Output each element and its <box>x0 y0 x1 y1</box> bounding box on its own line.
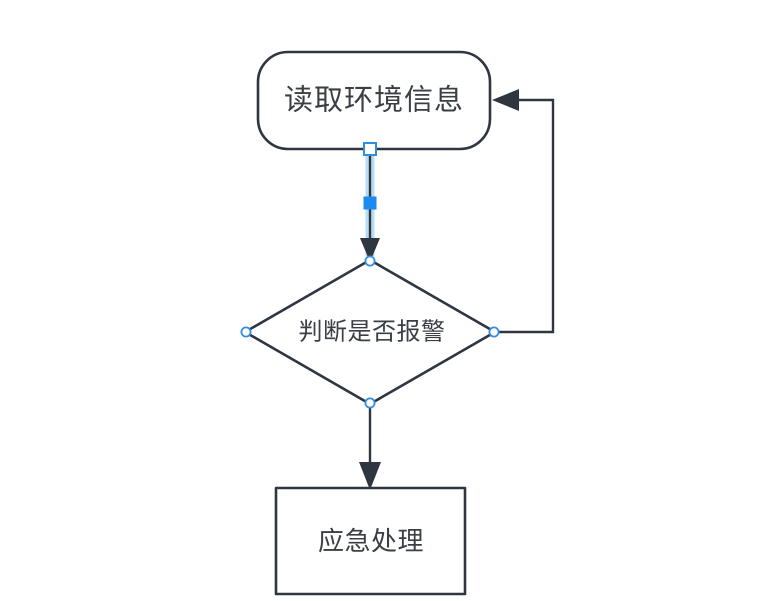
node-decide-alarm[interactable]: 判断是否报警 <box>243 258 497 406</box>
edge-read-to-decide-arrowhead <box>360 238 380 262</box>
connection-point-handle-left[interactable] <box>240 326 252 338</box>
node-decide-alarm-label: 判断是否报警 <box>299 318 446 345</box>
node-emergency-handling-shape[interactable] <box>274 486 467 596</box>
node-read-environment-info[interactable]: 读取环境信息 <box>256 50 492 151</box>
connection-point-handles[interactable] <box>240 255 500 409</box>
edge-decide-loop-back[interactable] <box>492 89 555 334</box>
edge-read-to-decide[interactable] <box>360 142 380 262</box>
edge-decide-to-emergency[interactable] <box>359 404 381 490</box>
connection-point-handle-bottom[interactable] <box>364 397 376 409</box>
node-emergency-handling[interactable]: 应急处理 <box>274 486 467 596</box>
node-emergency-handling-label: 应急处理 <box>318 526 424 556</box>
connection-point-handle-top[interactable] <box>364 255 376 267</box>
node-read-environment-info-label: 读取环境信息 <box>284 84 464 117</box>
edge-decide-loop-back-arrowhead <box>492 89 519 111</box>
connection-point-handle-right[interactable] <box>488 326 500 338</box>
edge-source-endpoint-handle[interactable] <box>363 142 377 156</box>
edge-midpoint-handle[interactable] <box>363 196 377 210</box>
edge-decide-loop-back-line[interactable] <box>495 98 555 334</box>
edge-decide-to-emergency-arrowhead <box>359 462 381 490</box>
